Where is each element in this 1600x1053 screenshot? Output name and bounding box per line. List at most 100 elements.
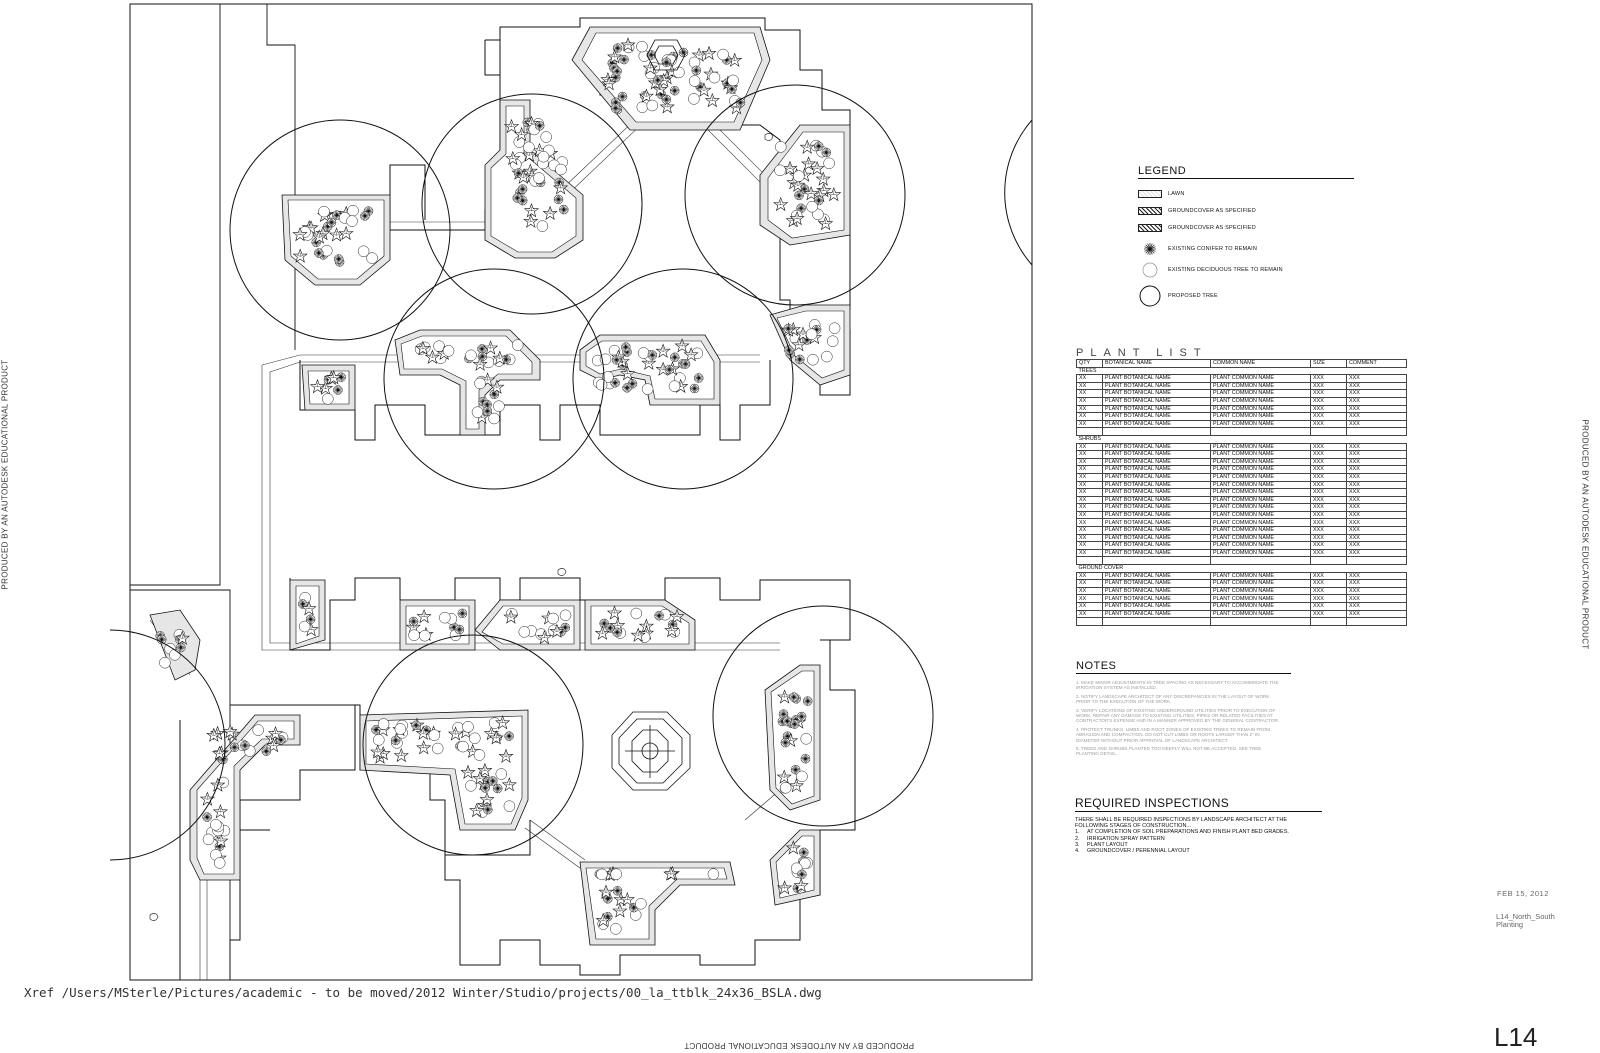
plant-list-cell-qty: XX bbox=[1076, 442, 1103, 452]
plant-list-cell-common: PLANT COMMON NAME bbox=[1210, 503, 1311, 512]
plant-list-cell-qty: XX bbox=[1076, 480, 1103, 490]
plant-list-section-name: TREES bbox=[1076, 366, 1407, 376]
plant-list-cell-comment: XXX bbox=[1346, 495, 1407, 505]
legend-label: PROPOSED TREE bbox=[1168, 293, 1218, 299]
plant-list-cell-qty: XX bbox=[1076, 450, 1103, 459]
burst-plant-symbol bbox=[408, 616, 419, 627]
plant-list-cell-size: XXX bbox=[1310, 480, 1347, 490]
plant-list-cell-comment: XXX bbox=[1346, 450, 1407, 459]
plant-list-cell-comment: XXX bbox=[1346, 571, 1407, 581]
plant-list-cell-size: XXX bbox=[1310, 510, 1347, 520]
round-plant-symbol bbox=[646, 99, 659, 112]
round-plant-symbol bbox=[457, 740, 469, 753]
plant-list-blank-cell bbox=[1346, 556, 1407, 566]
burst-plant-symbol bbox=[558, 204, 569, 215]
round-plant-symbol bbox=[775, 141, 787, 153]
burst-plant-symbol bbox=[780, 737, 791, 748]
plant-list-blank-cell bbox=[1210, 617, 1311, 626]
plant-list-cell-botanical: PLANT BOTANICAL NAME bbox=[1102, 526, 1211, 535]
plant-list-cell-comment: XXX bbox=[1346, 548, 1407, 558]
burst-plant-symbol bbox=[661, 94, 672, 105]
plant-list-cell-common: PLANT COMMON NAME bbox=[1210, 480, 1311, 490]
plant-list-cell-botanical: PLANT BOTANICAL NAME bbox=[1102, 503, 1211, 512]
plant-list-cell-botanical: PLANT BOTANICAL NAME bbox=[1102, 374, 1211, 383]
inspection-step: 2.IRRIGATION SPRAY PATTERN bbox=[1075, 835, 1165, 842]
round-plant-symbol bbox=[540, 131, 552, 143]
plant-list-cell-comment: XXX bbox=[1346, 510, 1407, 520]
plant-list-cell-botanical: PLANT BOTANICAL NAME bbox=[1102, 488, 1211, 497]
burst-plant-symbol bbox=[333, 254, 344, 264]
plant-list-blank-cell bbox=[1102, 556, 1211, 566]
plant-list-cell-common: PLANT COMMON NAME bbox=[1210, 609, 1311, 619]
plant-list-blank-cell bbox=[1310, 617, 1347, 626]
plant-list-cell-common: PLANT COMMON NAME bbox=[1210, 419, 1311, 429]
plant-list-cell-botanical: PLANT BOTANICAL NAME bbox=[1102, 495, 1211, 505]
plant-list-cell-size: XXX bbox=[1310, 381, 1347, 391]
plant-list-cell-common: PLANT COMMON NAME bbox=[1210, 389, 1311, 398]
groundcover-swatch bbox=[1138, 207, 1162, 215]
plant-list-cell-botanical: PLANT BOTANICAL NAME bbox=[1102, 457, 1211, 467]
plant-list-cell-common: PLANT COMMON NAME bbox=[1210, 412, 1311, 421]
plant-list-cell-size: XXX bbox=[1310, 503, 1347, 512]
round-plant-symbol bbox=[462, 721, 474, 733]
round-plant-symbol bbox=[596, 868, 608, 881]
round-plant-symbol bbox=[610, 923, 622, 935]
round-plant-symbol bbox=[465, 780, 477, 792]
plant-list-cell-qty: XX bbox=[1076, 472, 1103, 482]
table-row-blank bbox=[1076, 556, 1407, 566]
plant-list-cell-botanical: PLANT BOTANICAL NAME bbox=[1102, 594, 1211, 603]
plant-list-header-cell: COMMON NAME bbox=[1210, 359, 1311, 368]
plant-list-cell-comment: XXX bbox=[1346, 396, 1407, 406]
round-plant-symbol bbox=[373, 734, 385, 746]
plant-list-blank-cell bbox=[1076, 617, 1103, 626]
plant-list-cell-botanical: PLANT BOTANICAL NAME bbox=[1102, 389, 1211, 398]
round-plant-symbol bbox=[439, 611, 451, 624]
plant-list-cell-botanical: PLANT BOTANICAL NAME bbox=[1102, 450, 1211, 459]
plant-list-cell-size: XXX bbox=[1310, 465, 1347, 474]
plant-list-cell-botanical: PLANT BOTANICAL NAME bbox=[1102, 548, 1211, 558]
plant-list-cell-botanical: PLANT BOTANICAL NAME bbox=[1102, 586, 1211, 596]
plant-list-header-cell: SIZE bbox=[1310, 359, 1347, 368]
educational-product-note-bottom: PRODUCED BY AN AUTODESK EDUCATIONAL PROD… bbox=[684, 1041, 914, 1050]
plant-list-cell-botanical: PLANT BOTANICAL NAME bbox=[1102, 412, 1211, 421]
gazebo-top bbox=[646, 39, 686, 71]
plant-list-cell-size: XXX bbox=[1310, 579, 1347, 588]
plant-list-cell-size: XXX bbox=[1310, 442, 1347, 452]
plant-list-cell-comment: XXX bbox=[1346, 381, 1407, 391]
plant-list-cell-botanical: PLANT BOTANICAL NAME bbox=[1102, 396, 1211, 406]
plant-list-cell-size: XXX bbox=[1310, 488, 1347, 497]
plant-list-cell-botanical: PLANT BOTANICAL NAME bbox=[1102, 381, 1211, 391]
round-plant-symbol bbox=[523, 141, 535, 154]
plant-list-cell-common: PLANT COMMON NAME bbox=[1210, 533, 1311, 543]
burst-plant-symbol bbox=[487, 776, 498, 786]
plant-list-cell-qty: XX bbox=[1076, 602, 1103, 611]
round-plant-symbol bbox=[707, 868, 720, 880]
round-plant-symbol bbox=[673, 66, 685, 79]
burst-plant-symbol bbox=[796, 869, 807, 880]
plant-list-cell-comment: XXX bbox=[1346, 602, 1407, 611]
inspection-step: 4.GROUNDCOVER / PERENNIAL LAYOUT bbox=[1075, 848, 1190, 855]
plant-list-cell-botanical: PLANT BOTANICAL NAME bbox=[1102, 472, 1211, 482]
burst-plant-symbol bbox=[326, 217, 337, 228]
legend-label: GROUNDCOVER AS SPECIFIED bbox=[1168, 225, 1256, 231]
burst-plant-symbol bbox=[480, 782, 491, 793]
burst-plant-symbol bbox=[534, 120, 545, 131]
plant-list-cell-qty: XX bbox=[1076, 609, 1103, 619]
plant-list-cell-qty: XX bbox=[1076, 594, 1103, 603]
round-plant-symbol bbox=[493, 400, 505, 412]
plant-list-cell-common: PLANT COMMON NAME bbox=[1210, 526, 1311, 535]
burst-plant-symbol bbox=[610, 103, 621, 114]
round-plant-symbol bbox=[668, 380, 681, 392]
plant-list-cell-size: XXX bbox=[1310, 571, 1347, 581]
burst-plant-symbol bbox=[261, 746, 272, 757]
educational-product-note-left: PRODUCED BY AN AUTODESK EDUCATIONAL PROD… bbox=[0, 359, 10, 590]
plant-list-cell-common: PLANT COMMON NAME bbox=[1210, 594, 1311, 603]
